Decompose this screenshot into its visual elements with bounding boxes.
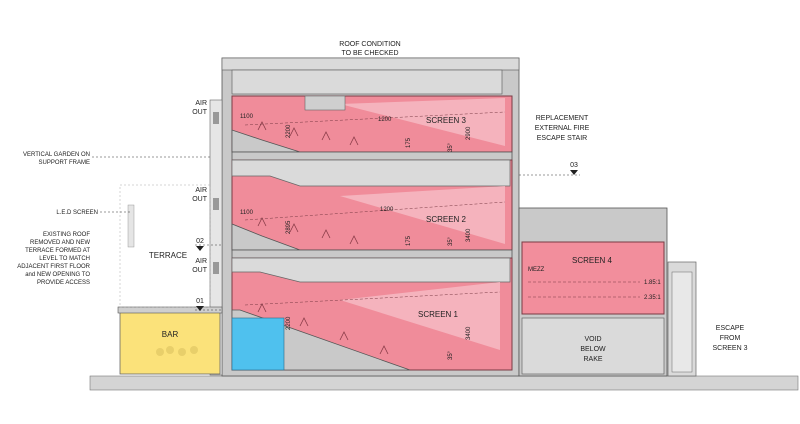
existing-roof-line-7: PROVIDE ACCESS: [37, 280, 90, 286]
dim-s3-175: 175: [406, 137, 412, 148]
roof-parapet: [221, 57, 520, 71]
vent-1: [213, 112, 219, 124]
bar-roof: [117, 306, 223, 314]
existing-roof-line-4: LEVEL TO MATCH: [39, 256, 90, 262]
screen-4-room: [521, 241, 665, 315]
screen-1-sightline: [244, 291, 501, 306]
screen-2-grey-over: [231, 159, 511, 187]
terrace-frame: [119, 184, 211, 308]
dim-s2-1100: 1100: [240, 210, 254, 216]
existing-roof-line-5: ADJACENT FIRST FLOOR: [17, 264, 90, 270]
dim-s2-175: 175: [406, 235, 412, 246]
air-out-1b: OUT: [192, 109, 208, 116]
dim-s2-3400: 3400: [466, 228, 472, 242]
existing-roof-line-1: EXISTING ROOF: [43, 232, 90, 238]
level-marker-03: [570, 170, 578, 175]
screen-3-projection-cone: [340, 98, 505, 146]
bar-label: BAR: [162, 330, 179, 339]
dim-s3-35: 35°: [448, 142, 454, 152]
existing-roof-line-6: and NEW OPENING TO: [25, 272, 90, 278]
ratio-185-label: 1.85:1: [644, 280, 661, 286]
screen-3-label: SCREEN 3: [426, 116, 467, 125]
level-02-label: 02: [196, 238, 204, 245]
existing-roof-line-3: TERRACE FORMED AT: [25, 248, 90, 254]
dim-s3-1200: 1200: [378, 117, 392, 123]
led-screen-panel: [127, 204, 135, 248]
level-marker-02: [196, 246, 204, 251]
vertical-garden-label-2: SUPPORT FRAME: [39, 160, 90, 166]
bar-people-silhouettes: [156, 346, 198, 356]
slab-3-2: [231, 151, 513, 161]
dim-s1-3400: 3400: [466, 326, 472, 340]
level-marker-01: [196, 306, 204, 311]
air-out-3a: AIR: [195, 258, 207, 265]
screen-2-sightline: [244, 201, 506, 221]
void-line-1: VOID: [584, 336, 601, 343]
escape-stair-core: [671, 271, 693, 373]
level-01-label: 01: [196, 298, 204, 305]
bar-area: [119, 311, 221, 375]
vent-3: [213, 262, 219, 274]
screen-3-projector-box: [304, 95, 346, 111]
dim-s3-1100: 1100: [240, 114, 254, 120]
void-below-rake: [521, 317, 665, 375]
replacement-line-2: EXTERNAL FIRE: [535, 125, 590, 132]
left-facade-frame: [209, 99, 223, 376]
escape-line-2: FROM: [720, 335, 741, 342]
screen-1-label: SCREEN 1: [418, 310, 459, 319]
ground-slab: [89, 375, 799, 391]
slab-2-1: [231, 249, 513, 259]
screen-3-seats: [257, 121, 359, 146]
dim-s2-35: 35°: [448, 236, 454, 246]
existing-roof-line-2: REMOVED AND NEW: [30, 240, 90, 246]
screen-1-grey-over: [231, 257, 511, 283]
vent-2: [213, 198, 219, 210]
air-out-2b: OUT: [192, 196, 208, 203]
roof-condition-label-1: ROOF CONDITION: [339, 41, 400, 48]
dim-s2-1200: 1200: [380, 207, 394, 213]
air-out-3b: OUT: [192, 267, 208, 274]
screen-3-sightline: [244, 111, 506, 126]
screen-2-seats: [257, 217, 359, 245]
escape-line-1: ESCAPE: [716, 325, 745, 332]
dim-s1-2200: 2200: [286, 316, 292, 330]
replacement-line-3: ESCAPE STAIR: [537, 135, 587, 142]
screen-1-seats: [257, 303, 389, 355]
level-03-label: 03: [570, 162, 578, 169]
screen-4-label: SCREEN 4: [572, 256, 613, 265]
air-out-1a: AIR: [195, 100, 207, 107]
ratio-235-label: 2.35:1: [644, 295, 661, 301]
screen-2-label: SCREEN 2: [426, 215, 467, 224]
screen-1-projection-cone: [340, 282, 500, 350]
escape-line-3: SCREEN 3: [712, 345, 747, 352]
dim-s1-35: 35°: [448, 350, 454, 360]
vertical-garden-label-1: VERTICAL GARDEN ON: [23, 152, 90, 158]
led-screen-label: L.E.D SCREEN: [56, 210, 98, 216]
dim-s2-2895: 2895: [286, 220, 292, 234]
pool-area: [231, 317, 285, 371]
replacement-line-1: REPLACEMENT: [536, 115, 589, 122]
mezz-label: MEZZ: [528, 267, 545, 273]
dim-s3-2200: 2200: [286, 124, 292, 138]
air-out-2a: AIR: [195, 187, 207, 194]
void-line-3: RAKE: [583, 356, 602, 363]
terrace-label: TERRACE: [149, 251, 187, 260]
roof-condition-label-2: TO BE CHECKED: [341, 50, 398, 57]
screen-2-projection-cone: [340, 186, 505, 244]
dim-s3-2900: 2900: [466, 126, 472, 140]
plant-room: [231, 69, 503, 95]
void-line-2: BELOW: [580, 346, 606, 353]
